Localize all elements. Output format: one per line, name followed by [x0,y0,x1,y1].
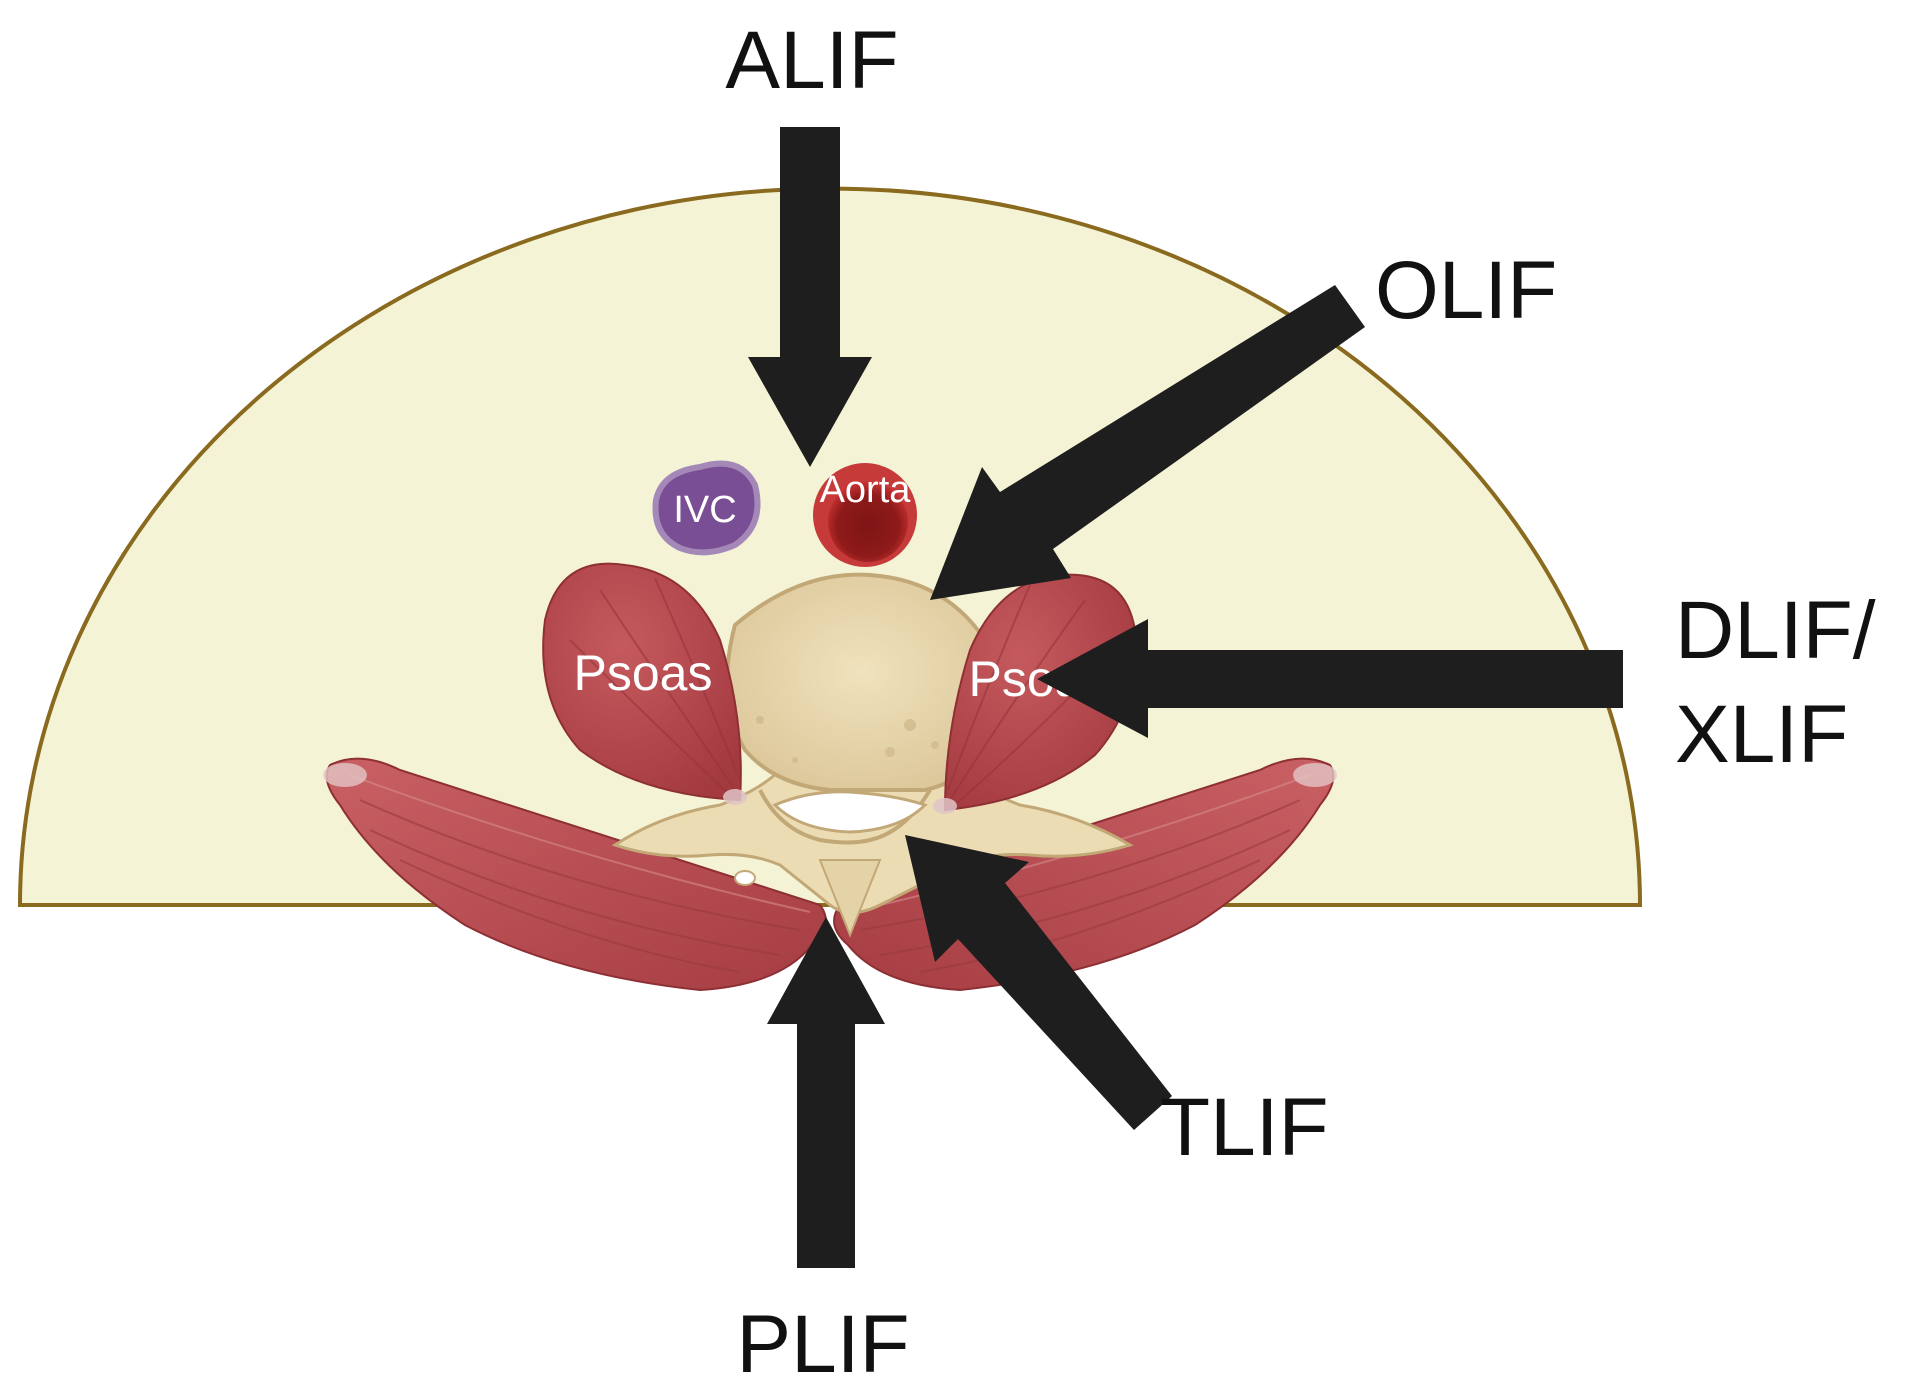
left-back-muscle [323,757,827,992]
alif-arrow [748,127,872,467]
olif-label: OLIF [1375,245,1557,336]
tlif-label: TLIF [1160,1082,1329,1173]
aorta-vessel [813,463,917,567]
aorta-label: Aorta [820,469,912,511]
ivc-label: IVC [673,489,736,531]
left-psoas-muscle [542,562,747,805]
plif-label: PLIF [736,1299,909,1390]
dlif-xlif-label-line1: DLIF/ [1675,585,1876,676]
dlif-xlif-arrow [1037,619,1623,738]
dlif-xlif-label-line2: XLIF [1675,689,1848,780]
psoas-left-label: Psoas [574,645,713,701]
olif-arrow [930,285,1365,600]
plif-arrow [767,917,885,1268]
alif-label: ALIF [725,15,898,106]
vertebra [611,572,1134,938]
ivc-vessel [652,460,761,556]
tlif-arrow [905,835,1172,1130]
